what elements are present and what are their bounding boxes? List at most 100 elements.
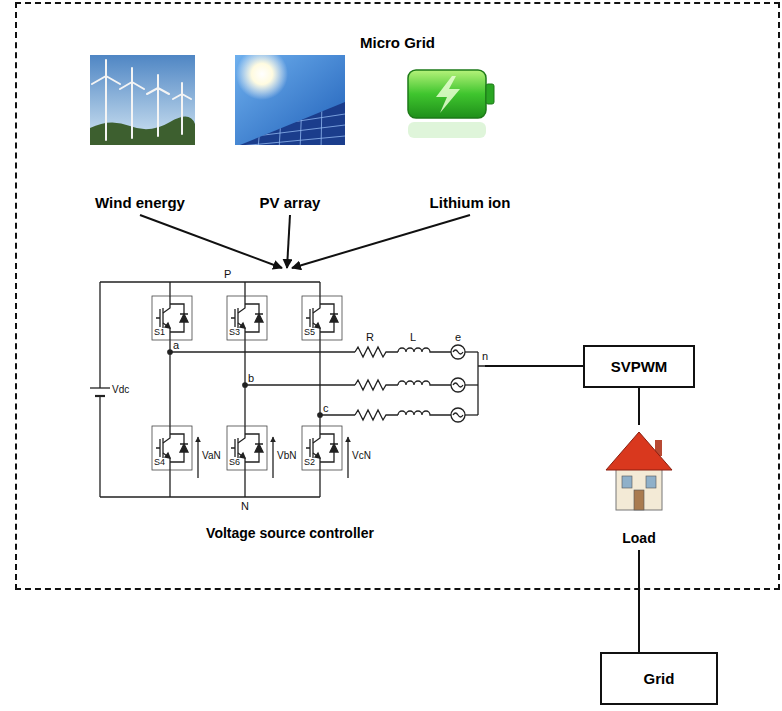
igbt-switch [152, 296, 192, 340]
igbt-switch [165, 323, 170, 328]
load-icon: Load [599, 425, 679, 550]
diode-symbol [180, 444, 188, 452]
diode-symbol [255, 314, 263, 322]
battery-icon [486, 84, 494, 104]
process-box: Grid [600, 652, 718, 705]
igbt-switch [315, 323, 320, 328]
voltage-arrow [272, 437, 273, 478]
wire [170, 351, 355, 352]
igbt-switch [245, 304, 263, 332]
battery-symbol [95, 395, 105, 397]
switch-frame [152, 426, 192, 470]
igbt-switch [231, 309, 235, 327]
source-icon: Wind energy [70, 50, 210, 215]
pv-array-photo [240, 102, 345, 145]
igbt-switch [237, 438, 238, 458]
pv-array-photo [235, 48, 345, 150]
wind-turbine-photo [147, 75, 169, 136]
voltage-arrow [347, 437, 348, 478]
resistor-symbol [355, 410, 398, 420]
circuit-label: a [173, 339, 179, 351]
wire [465, 351, 478, 352]
igbt-switch [313, 426, 320, 443]
circuit-label: N [241, 500, 249, 512]
wire [99, 282, 100, 497]
wind-turbine-photo [92, 60, 120, 140]
node-label: Lithium ion [430, 194, 511, 211]
wind-turbine-photo [90, 55, 195, 145]
igbt-switch [306, 439, 310, 457]
igbt-switch [165, 453, 170, 458]
igbt-switch [156, 309, 160, 327]
circuit-label: VcN [352, 450, 371, 461]
house-icon [606, 432, 672, 510]
diode-symbol [180, 314, 188, 322]
microgrid-region: Micro GridWind energyPV arrayLithium ion… [15, 2, 780, 590]
ac-source-symbol [453, 350, 463, 354]
connector-line [485, 365, 583, 367]
connector-line [638, 388, 640, 425]
circuit-label: S2 [304, 458, 315, 468]
circuit-label: b [248, 372, 254, 384]
circuit-label: e [455, 331, 461, 343]
igbt-switch [227, 296, 267, 340]
wire [245, 384, 355, 385]
igbt-switch [170, 434, 188, 462]
igbt-switch [313, 296, 320, 313]
diode-symbol [255, 444, 263, 452]
igbt-switch [163, 426, 170, 443]
house-icon [634, 490, 644, 510]
battery-icon [408, 70, 494, 138]
igbt-switch [156, 439, 160, 457]
igbt-switch [240, 323, 245, 328]
igbt-switch [237, 308, 238, 328]
battery-icon [436, 76, 460, 113]
igbt-switch [238, 296, 245, 313]
circuit-label: S3 [229, 328, 240, 338]
house-icon [622, 476, 632, 488]
circuit-label: S1 [154, 328, 165, 338]
circuit-label: L [410, 331, 416, 343]
circuit-label: S4 [154, 458, 165, 468]
igbt-switch [315, 453, 320, 458]
circuit-label: n [482, 350, 488, 362]
diode-symbol [330, 314, 338, 322]
wire [465, 414, 478, 415]
region-title: Micro Grid [360, 34, 435, 51]
wire [465, 384, 478, 385]
igbt-switch [238, 426, 245, 443]
igbt-switch [245, 434, 263, 462]
switch-frame [227, 426, 267, 470]
source-icon: PV array [230, 50, 350, 215]
switch-frame [227, 296, 267, 340]
ac-source-symbol [453, 383, 463, 387]
circuit-label: P [224, 268, 231, 280]
circuit-label: S5 [304, 328, 315, 338]
connector-arrow [292, 215, 470, 268]
inductor-symbol [398, 348, 451, 352]
circuit-label: R [366, 331, 374, 343]
node-label: SVPWM [611, 358, 668, 375]
igbt-switch [302, 426, 342, 470]
circuit-label: VbN [277, 450, 296, 461]
connector-line [638, 550, 640, 652]
inductor-symbol [398, 381, 451, 385]
igbt-switch [163, 296, 170, 313]
igbt-switch [170, 304, 188, 332]
ac-source-symbol [451, 408, 465, 422]
igbt-switch [231, 439, 235, 457]
igbt-switch [306, 309, 310, 327]
igbt-switch [302, 296, 342, 340]
circuit-label: VaN [202, 450, 221, 461]
battery-icon [408, 70, 486, 118]
pv-array-photo [240, 100, 345, 150]
igbt-switch [320, 434, 338, 462]
wind-turbine-photo [120, 68, 144, 138]
ac-source-symbol [451, 378, 465, 392]
switch-frame [152, 296, 192, 340]
ac-source-symbol [451, 345, 465, 359]
source-icon: Lithium ion [400, 50, 540, 215]
inductor-symbol [398, 411, 451, 415]
wind-turbine-photo [92, 60, 191, 140]
